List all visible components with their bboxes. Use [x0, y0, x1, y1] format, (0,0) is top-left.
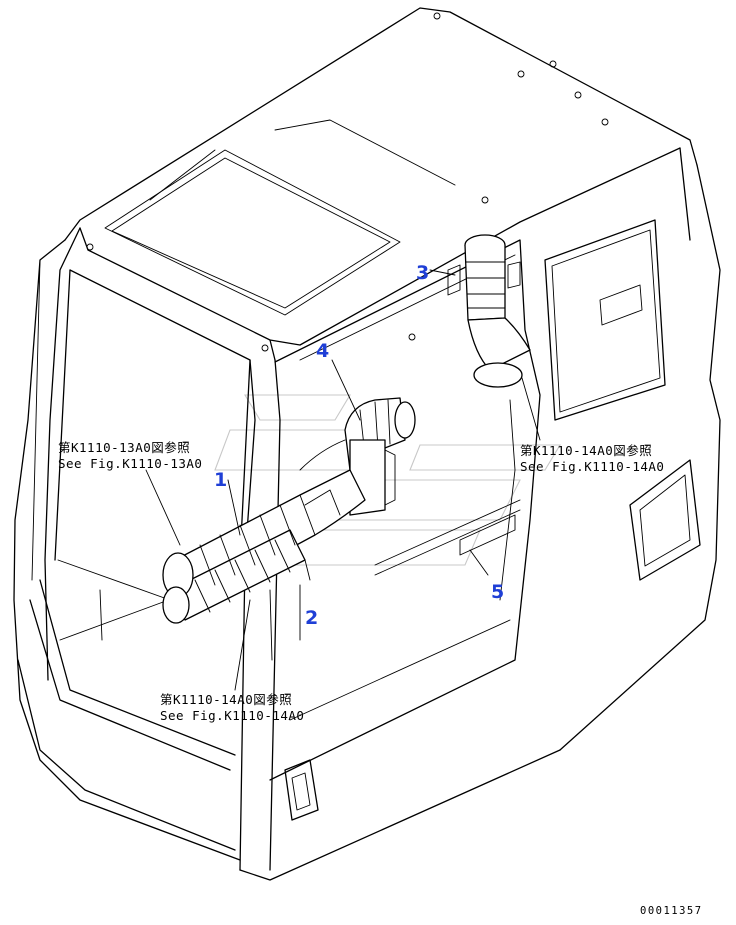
callout-3[interactable]: 3 [416, 262, 429, 284]
cab-frame [13, 7, 721, 881]
callout-1[interactable]: 1 [214, 469, 227, 491]
callout-2[interactable]: 2 [305, 607, 318, 629]
duct-assembly [162, 234, 531, 624]
ref-14a0-bottom-jp[interactable]: 第K1110-14A0図参照 [160, 692, 292, 707]
callout-5[interactable]: 5 [491, 581, 504, 603]
ref-13a0-jp[interactable]: 第K1110-13A0図参照 [58, 440, 190, 455]
ref-14a0-right-en[interactable]: See Fig.K1110-14A0 [520, 459, 664, 474]
ref-13a0-en[interactable]: See Fig.K1110-13A0 [58, 456, 202, 471]
document-number: 00011357 [640, 905, 703, 917]
callout-4[interactable]: 4 [316, 340, 329, 362]
ref-14a0-bottom-en[interactable]: See Fig.K1110-14A0 [160, 708, 304, 723]
leader-lines [145, 269, 541, 691]
ref-14a0-right-jp[interactable]: 第K1110-14A0図参照 [520, 443, 652, 458]
